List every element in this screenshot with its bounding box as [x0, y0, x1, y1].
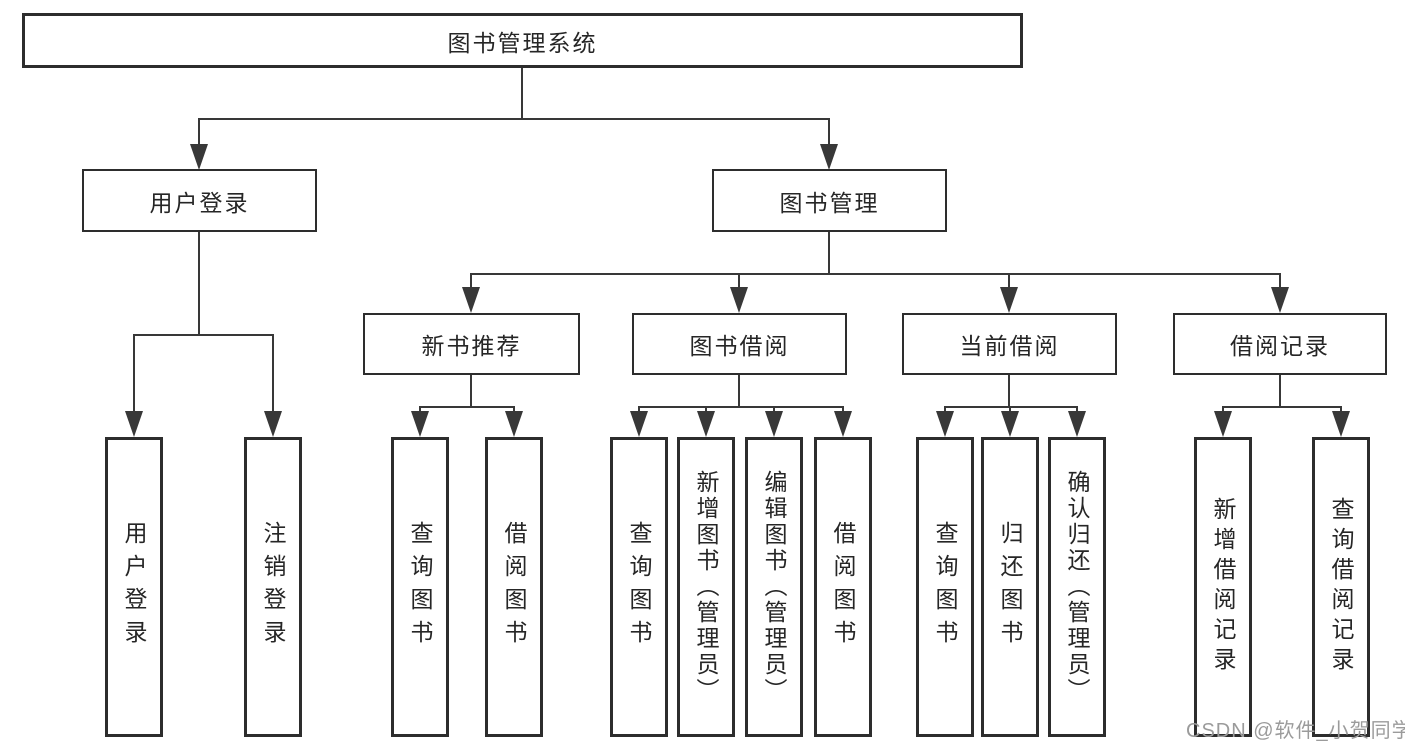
- node-new-book-recommendation: 新书推荐: [363, 313, 580, 375]
- connector-borrowing-records-stem: [1279, 375, 1281, 407]
- node-leaf-logout: 注销登录: [244, 437, 302, 737]
- connector-to-current-borrowing: [1008, 273, 1010, 291]
- node-leaf-user-login: 用户登录: [105, 437, 163, 737]
- arrowhead-down-icon: [630, 411, 648, 437]
- node-leaf-add-books-admin: 新增图书（管理员）: [677, 437, 735, 737]
- arrowhead-down-icon: [730, 287, 748, 313]
- connector-leaf-drop: [944, 406, 946, 415]
- connector-leaf-drop: [705, 406, 707, 415]
- arrowhead-down-icon: [1068, 411, 1086, 437]
- connector-to-borrowing-records: [1279, 273, 1281, 291]
- connector-new-book-stem: [470, 375, 472, 407]
- arrowhead-down-icon: [1000, 287, 1018, 313]
- node-leaf-query-books-current: 查询图书: [916, 437, 974, 737]
- connector-root-split: [198, 118, 830, 120]
- arrowhead-down-icon: [190, 144, 208, 170]
- connector-user-login-split: [133, 334, 273, 336]
- connector-root-stem: [521, 68, 523, 119]
- connector-current-borrowing-stem: [1008, 375, 1010, 407]
- connector-new-book-split: [419, 406, 514, 408]
- csdn-watermark: CSDN @软件_小贺同学: [1186, 720, 1405, 742]
- connector-leaf-drop: [773, 406, 775, 415]
- connector-borrowing-records-split: [1222, 406, 1341, 408]
- node-leaf-add-borrow-record: 新增借阅记录: [1194, 437, 1252, 737]
- connector-book-borrowing-split: [638, 406, 843, 408]
- connector-book-management-split: [470, 273, 1281, 275]
- arrowhead-down-icon: [505, 411, 523, 437]
- arrowhead-down-icon: [765, 411, 783, 437]
- arrowhead-down-icon: [697, 411, 715, 437]
- connector-to-book-borrowing: [738, 273, 740, 291]
- arrowhead-down-icon: [125, 411, 143, 437]
- connector-book-borrowing-stem: [738, 375, 740, 407]
- node-leaf-confirm-return-admin: 确认归还（管理员）: [1048, 437, 1106, 737]
- node-leaf-query-books-recommend: 查询图书: [391, 437, 449, 737]
- node-leaf-borrow-books-recommend: 借阅图书: [485, 437, 543, 737]
- connector-leaf-drop: [1222, 406, 1224, 415]
- connector-to-new-book: [470, 273, 472, 291]
- node-user-login: 用户登录: [82, 169, 317, 232]
- connector-leaf-drop: [842, 406, 844, 415]
- connector-to-book-management: [828, 118, 830, 150]
- node-borrowing-records: 借阅记录: [1173, 313, 1387, 375]
- node-leaf-query-books-borrowing: 查询图书: [610, 437, 668, 737]
- node-book-borrowing: 图书借阅: [632, 313, 847, 375]
- connector-leaf-drop: [513, 406, 515, 415]
- connector-user-login-stem: [198, 232, 200, 334]
- connector-current-borrowing-split: [944, 406, 1078, 408]
- arrowhead-down-icon: [834, 411, 852, 437]
- arrowhead-down-icon: [936, 411, 954, 437]
- arrowhead-down-icon: [264, 411, 282, 437]
- arrowhead-down-icon: [411, 411, 429, 437]
- arrowhead-down-icon: [820, 144, 838, 170]
- arrowhead-down-icon: [1214, 411, 1232, 437]
- arrowhead-down-icon: [462, 287, 480, 313]
- node-leaf-edit-books-admin: 编辑图书（管理员）: [745, 437, 803, 737]
- connector-book-management-stem: [828, 232, 830, 275]
- connector-to-user-login: [198, 118, 200, 150]
- node-book-management: 图书管理: [712, 169, 947, 232]
- node-current-borrowing: 当前借阅: [902, 313, 1117, 375]
- node-leaf-borrow-books-borrowing: 借阅图书: [814, 437, 872, 737]
- arrowhead-down-icon: [1271, 287, 1289, 313]
- connector-leaf-drop: [419, 406, 421, 415]
- connector-leaf-drop: [1076, 406, 1078, 415]
- connector-to-logout-leaf: [272, 334, 274, 414]
- node-library-management-system: 图书管理系统: [22, 13, 1023, 68]
- connector-to-login-leaf: [133, 334, 135, 414]
- connector-leaf-drop: [638, 406, 640, 415]
- connector-leaf-drop: [1340, 406, 1342, 415]
- connector-leaf-drop: [1009, 406, 1011, 415]
- node-leaf-return-books: 归还图书: [981, 437, 1039, 737]
- arrowhead-down-icon: [1332, 411, 1350, 437]
- node-leaf-query-borrow-record: 查询借阅记录: [1312, 437, 1370, 737]
- arrowhead-down-icon: [1001, 411, 1019, 437]
